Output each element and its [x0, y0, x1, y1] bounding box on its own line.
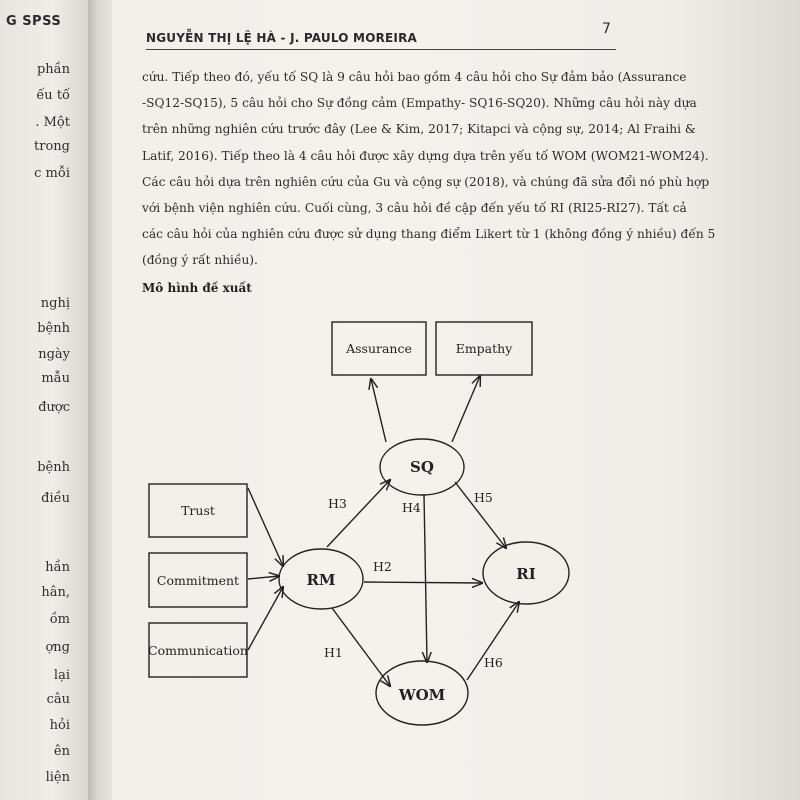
- arrow-wom-ri: [466, 602, 519, 681]
- body-line: -SQ12-SQ15), 5 câu hỏi cho Sự đồng cảm (…: [142, 96, 697, 111]
- left-page-text-fragment: phần: [36, 62, 70, 77]
- left-page-text-fragment: . Một: [35, 115, 70, 130]
- arrow-sq-empathy: [451, 376, 480, 443]
- left-page-text-fragment: ngày: [38, 347, 70, 362]
- box-empathy: [435, 321, 533, 376]
- arrow-rm-sq: [326, 480, 390, 548]
- arrow-trust-rm: [247, 487, 283, 566]
- left-page: G SPSS phần ếu tố . Một trong c mỗi nghị bệnh n…: [0, 0, 88, 800]
- label-sq: SQ: [410, 458, 434, 476]
- label-ri: RI: [516, 565, 535, 583]
- body-line: trên những nghiên cứu trước đây (Lee & K…: [142, 122, 696, 137]
- box-trust: [148, 483, 248, 538]
- body-line: các câu hỏi của nghiên cứu được sử dụng …: [142, 227, 716, 242]
- arrow-sq-wom: [424, 493, 427, 662]
- label-h4: H4: [402, 500, 421, 515]
- arrow-sq-ri: [454, 481, 506, 548]
- body-line: Các câu hỏi dựa trên nghiên cứu của Gu v…: [142, 174, 710, 189]
- arrow-rm-wom: [331, 607, 390, 686]
- label-h3: H3: [328, 496, 347, 511]
- header-rule: [146, 49, 616, 50]
- arrow-communication-rm: [247, 587, 283, 651]
- node-sq: [379, 438, 465, 496]
- left-page-text-fragment: được: [38, 400, 70, 415]
- left-page-text-fragment: bệnh: [37, 321, 70, 336]
- left-page-text-fragment: ồm: [49, 612, 70, 627]
- box-assurance: [331, 321, 427, 376]
- arrow-sq-assurance: [371, 379, 387, 443]
- label-h5: H5: [474, 490, 493, 505]
- label-commitment: Commitment: [157, 573, 239, 588]
- running-head: NGUYỄN THỊ LỆ HÀ - J. PAULO MOREIRA: [146, 31, 418, 45]
- left-page-text-fragment: ên: [53, 744, 70, 759]
- left-page-text-fragment: nghị: [40, 296, 70, 311]
- left-page-text-fragment: c mỗi: [34, 166, 70, 181]
- node-rm: [278, 548, 364, 610]
- node-wom: [375, 660, 469, 726]
- left-page-text-fragment: ợng: [45, 640, 70, 655]
- left-page-text-fragment: câu: [46, 692, 70, 707]
- model-diagram: Assurance Empathy Trust Commitment Commu…: [148, 321, 570, 726]
- left-page-text-fragment: lại: [53, 668, 70, 683]
- left-page-header-fragment: G SPSS: [6, 14, 62, 29]
- box-commitment: [148, 552, 248, 608]
- label-empathy: Empathy: [456, 341, 514, 356]
- left-page-text-fragment: hần: [45, 560, 70, 575]
- label-h2: H2: [373, 559, 392, 574]
- arrow-commitment-rm: [247, 576, 279, 579]
- arrow-rm-ri: [363, 582, 482, 583]
- left-page-text-fragment: ếu tố: [36, 88, 70, 103]
- body-line: cứu. Tiếp theo đó, yếu tố SQ là 9 câu hỏ…: [142, 70, 687, 84]
- page-number: 7: [602, 21, 611, 37]
- left-page-text-fragment: hỏi: [49, 718, 70, 733]
- right-page: NGUYỄN THỊ LỆ HÀ - J. PAULO MOREIRA 7 cứ…: [112, 0, 800, 800]
- left-page-text-fragment: liện: [45, 770, 70, 785]
- left-page-text-fragment: hân,: [41, 585, 70, 600]
- left-page-text-fragment: trong: [34, 139, 70, 154]
- node-ri: [482, 541, 570, 605]
- section-title: Mô hình đề xuất: [142, 281, 252, 295]
- label-h6: H6: [484, 655, 503, 670]
- book-gutter: [88, 0, 114, 800]
- body-line: với bệnh viện nghiên cứu. Cuối cùng, 3 c…: [142, 201, 687, 216]
- left-page-text-fragment: điều: [41, 491, 70, 506]
- label-assurance: Assurance: [345, 341, 412, 356]
- left-page-text-fragment: mẫu: [41, 371, 70, 386]
- label-trust: Trust: [181, 503, 215, 518]
- label-communication: Communication: [148, 643, 248, 658]
- body-paragraph: cứu. Tiếp theo đó, yếu tố SQ là 9 câu hỏ…: [142, 64, 716, 274]
- label-wom: WOM: [398, 686, 446, 704]
- label-h1: H1: [324, 645, 343, 660]
- left-page-text-fragment: bệnh: [37, 460, 70, 475]
- box-communication: [148, 622, 248, 678]
- body-line: (đồng ý rất nhiều).: [142, 253, 258, 268]
- body-line: Latif, 2016). Tiếp theo là 4 câu hỏi đượ…: [142, 148, 709, 163]
- label-rm: RM: [306, 571, 335, 589]
